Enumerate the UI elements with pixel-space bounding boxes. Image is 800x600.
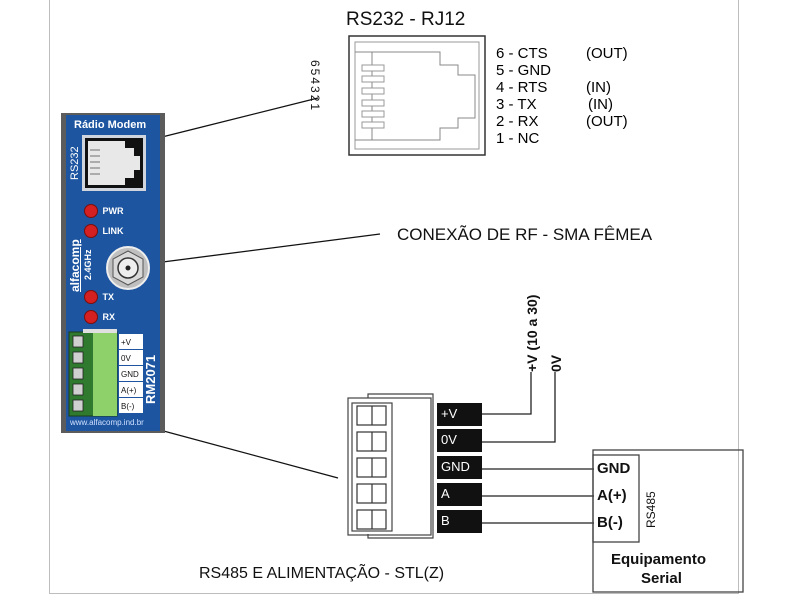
brand-logo: alfacomp <box>68 239 82 292</box>
led-icon <box>84 223 98 238</box>
rj12-pin-numbers: 654321 <box>308 60 322 113</box>
rj12-leader-line <box>149 97 319 141</box>
stl-pin-labels-bg <box>437 403 482 533</box>
led-link: LINK <box>84 222 123 240</box>
connector-caption: RS485 E ALIMENTAÇÃO - STL(Z) <box>199 565 445 582</box>
stl-pin-gnd: GND <box>441 459 470 474</box>
rj12-pin-3: 3 - TX(IN) <box>496 96 613 113</box>
led-rx: RX <box>84 308 115 326</box>
led-icon <box>84 309 98 324</box>
rj12-pin-5: 5 - GND <box>496 62 552 79</box>
equipment-pin-a: A(+) <box>597 487 627 504</box>
device-terminal-labels: +V 0V GND A(+) B(-) <box>121 338 139 411</box>
stl-pin-a: A <box>441 486 450 501</box>
stl-pin-vplus: +V <box>441 406 458 421</box>
rj12-jack-drawing <box>348 35 486 156</box>
equipment-bus-label: RS485 <box>644 491 658 528</box>
stl-pin-b: B <box>441 513 450 528</box>
stl-connector-drawing <box>347 393 434 539</box>
equipment-name-line1: Equipamento <box>611 551 707 568</box>
equipment-pin-b: B(-) <box>597 514 623 531</box>
power-vplus-label: +V (10 a 30) <box>524 294 540 372</box>
device-model: RM2071 <box>143 354 158 404</box>
rj12-pin-4: 4 - RTS(IN) <box>496 79 611 96</box>
stl-pin-0v: 0V <box>441 432 457 447</box>
equipment-port-box <box>592 454 640 543</box>
device-rs232-label: RS232 <box>69 146 81 180</box>
rj12-title: RS232 - RJ12 <box>346 9 466 30</box>
led-pwr: PWR <box>84 202 123 220</box>
rj12-pin-1: 1 - NC <box>496 130 540 147</box>
wires <box>482 372 594 524</box>
rf-connection-label: CONEXÃO DE RF - SMA FÊMEA <box>397 225 653 244</box>
rf-leader-line <box>154 233 381 264</box>
rj12-pin-2: 2 - RX(OUT) <box>496 113 628 130</box>
power-zero-label: 0V <box>548 354 564 372</box>
led-icon <box>84 289 98 304</box>
equipment-pin-gnd: GND <box>597 460 631 477</box>
led-icon <box>84 203 98 218</box>
rj12-pin-list: 6 - CTS(OUT) 5 - GND 4 - RTS(IN) 3 - TX(… <box>496 45 628 147</box>
radio-modem-device <box>61 113 165 433</box>
device-title: Rádio Modem <box>74 119 147 131</box>
rj12-pin-6: 6 - CTS(OUT) <box>496 45 628 62</box>
led-tx: TX <box>84 288 114 306</box>
equipment-name-line2: Serial <box>641 570 682 587</box>
device-website: www.alfacomp.ind.br <box>70 418 144 427</box>
device-band: 2.4GHz <box>83 249 93 280</box>
connector-leader-line <box>144 425 339 479</box>
